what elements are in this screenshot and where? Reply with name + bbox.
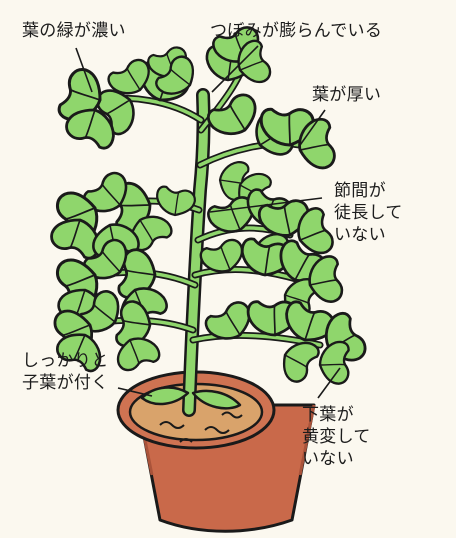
leader-has-buds xyxy=(211,45,259,93)
leader-has-cotyledons xyxy=(117,387,153,397)
label-not-leggy: 節間が 徒長して いない xyxy=(334,181,403,245)
leader-lines xyxy=(75,45,341,399)
leader-not-leggy xyxy=(209,197,323,213)
label-thick-leaves: 葉が厚い xyxy=(312,85,382,105)
cotyledons xyxy=(140,386,242,410)
leader-thick-leaves xyxy=(297,109,326,149)
label-lower-leaves-not-yellow: 下葉が 黄変して いない xyxy=(302,405,371,469)
leader-lower-leaves xyxy=(317,367,341,399)
label-has-buds: つぼみが膨らんでいる xyxy=(210,21,383,41)
leader-dark-green-leaves xyxy=(75,47,93,93)
leaves xyxy=(40,13,376,390)
label-dark-green-leaves: 葉の緑が濃い xyxy=(22,21,126,41)
label-has-cotyledons: しっかりと 子葉が付く xyxy=(22,351,109,393)
